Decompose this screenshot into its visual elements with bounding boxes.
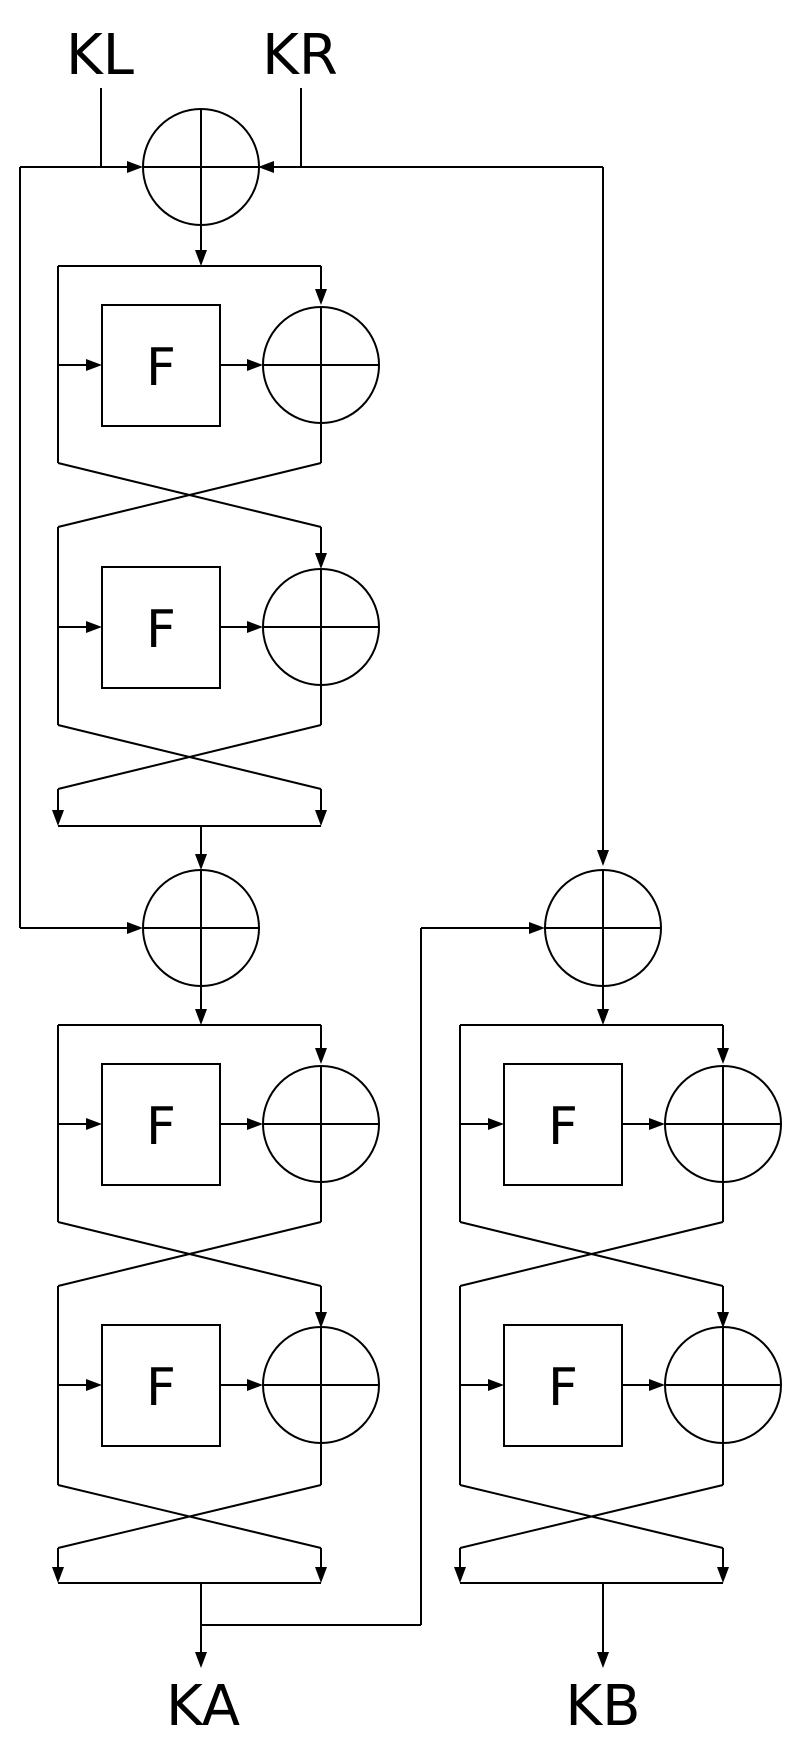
xor-operator bbox=[664, 1065, 782, 1183]
f-function-box bbox=[101, 566, 221, 689]
f-function-box bbox=[101, 304, 221, 427]
arrowhead bbox=[195, 854, 207, 870]
f-function-box bbox=[503, 1063, 623, 1186]
arrowhead bbox=[127, 922, 143, 934]
xor-operator-middle-left bbox=[142, 869, 260, 987]
feistel-block-upper-left: F F bbox=[52, 265, 380, 827]
arrowhead bbox=[127, 161, 143, 173]
f-function-label: F bbox=[146, 1358, 176, 1418]
arrowhead bbox=[529, 922, 545, 934]
arrowhead bbox=[258, 161, 274, 173]
arrowhead bbox=[195, 1009, 207, 1025]
arrowhead bbox=[597, 850, 609, 866]
xor-operator bbox=[262, 1065, 380, 1183]
output-wires bbox=[200, 927, 604, 1660]
f-function-label: F bbox=[146, 1097, 176, 1157]
f-function-label: F bbox=[146, 600, 176, 660]
arrowhead bbox=[597, 1652, 609, 1668]
xor-operator bbox=[664, 1326, 782, 1444]
xor-operator bbox=[262, 1326, 380, 1444]
input-wires bbox=[19, 88, 604, 929]
xor-operator-middle-right bbox=[544, 869, 662, 987]
f-function-box bbox=[101, 1324, 221, 1447]
output-label-ka: KA bbox=[166, 1674, 240, 1739]
output-label-kb: KB bbox=[565, 1674, 640, 1739]
input-label-kr: KR bbox=[262, 23, 338, 88]
xor-operator-top bbox=[142, 108, 260, 226]
xor-operator bbox=[262, 568, 380, 686]
input-label-kl: KL bbox=[66, 23, 134, 88]
f-function-label: F bbox=[146, 338, 176, 398]
f-function-label: F bbox=[548, 1358, 578, 1418]
arrowhead bbox=[597, 1009, 609, 1025]
feistel-block-lower-left: F F bbox=[52, 1024, 380, 1584]
xor-operator bbox=[262, 306, 380, 424]
arrowhead bbox=[195, 1652, 207, 1668]
f-function-label: F bbox=[548, 1097, 578, 1157]
arrowhead bbox=[195, 250, 207, 266]
feistel-block-lower-right: F F bbox=[454, 1024, 782, 1584]
